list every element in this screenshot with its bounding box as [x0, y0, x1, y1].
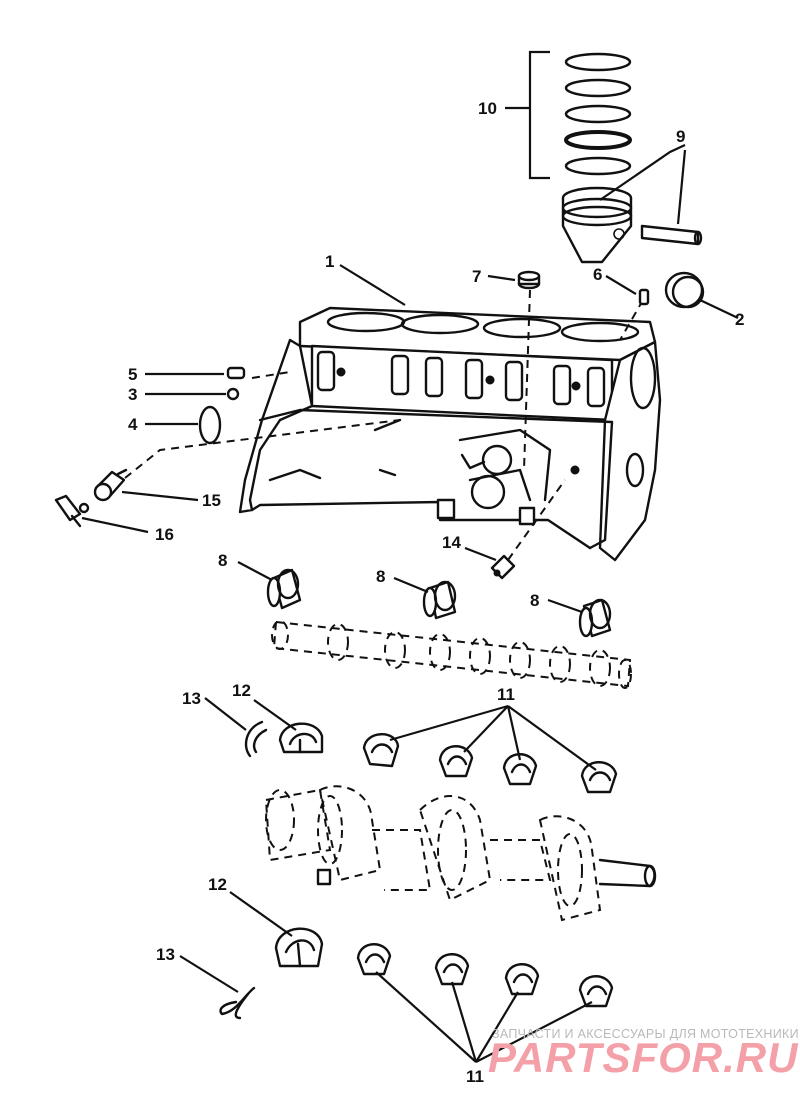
cam-bearing: [266, 568, 302, 610]
callout-11a: 11: [497, 685, 515, 704]
callout-10: 10: [478, 99, 497, 118]
callout-1: 1: [325, 252, 334, 271]
lifter-7: [517, 270, 541, 290]
watermark-logo: PARTSFOR.RU: [488, 1034, 799, 1081]
callout-7: 7: [472, 267, 481, 286]
callout-2: 2: [735, 310, 744, 329]
callout-labels: 1 2 3 4 5 6 7 8 8 8 9 10 11 11 12 12 13 …: [128, 99, 744, 1086]
callout-11b: 11: [466, 1067, 484, 1086]
callout-8a: 8: [218, 551, 227, 570]
callout-12b: 12: [208, 875, 227, 894]
watermark: ЗАПЧАСТИ И АКСЕССУАРЫ ДЛЯ МОТОТЕХНИКИ PA…: [488, 1027, 799, 1081]
main-bearing-shells-lower: [356, 943, 614, 1008]
callout-5: 5: [128, 365, 137, 384]
thrust-washer-13-lower: [219, 986, 256, 1020]
callout-3: 3: [128, 385, 137, 404]
piston-rings: [505, 50, 632, 180]
thrust-washer-13: [244, 720, 268, 758]
callout-13a: 13: [182, 689, 201, 708]
plug-3: [226, 387, 240, 401]
expansion-plug-2: [664, 271, 705, 309]
callout-14: 14: [442, 533, 461, 552]
thrust-bearing-12: [278, 722, 324, 754]
piston: [561, 186, 633, 264]
callout-8b: 8: [376, 567, 385, 586]
drain-cock-16: [54, 494, 90, 528]
cam-bearing: [578, 598, 612, 638]
callout-15: 15: [202, 491, 221, 510]
thrust-bearing-12-lower: [274, 927, 324, 968]
cylinder-block: [238, 306, 662, 562]
lifter-bosses: [316, 350, 606, 408]
callout-9: 9: [676, 127, 685, 146]
pin-5: [226, 366, 246, 380]
callout-16: 16: [155, 525, 174, 544]
callout-8c: 8: [530, 591, 539, 610]
dowel-6: [638, 288, 650, 306]
core-plug-4: [198, 405, 222, 445]
callout-13b: 13: [156, 945, 175, 964]
callout-12a: 12: [232, 681, 251, 700]
callout-6: 6: [593, 265, 602, 284]
oil-fitting-14: [490, 554, 516, 580]
crankshaft: [264, 785, 657, 922]
callout-4: 4: [128, 415, 138, 434]
main-bearing-shells-upper: [362, 733, 618, 794]
drain-fitting-15: [93, 468, 128, 502]
watermark-tagline: ЗАПЧАСТИ И АКСЕССУАРЫ ДЛЯ МОТОТЕХНИКИ: [492, 1027, 799, 1041]
camshaft: [271, 620, 632, 689]
piston-pin: [640, 224, 703, 246]
cam-bearing: [422, 580, 457, 620]
